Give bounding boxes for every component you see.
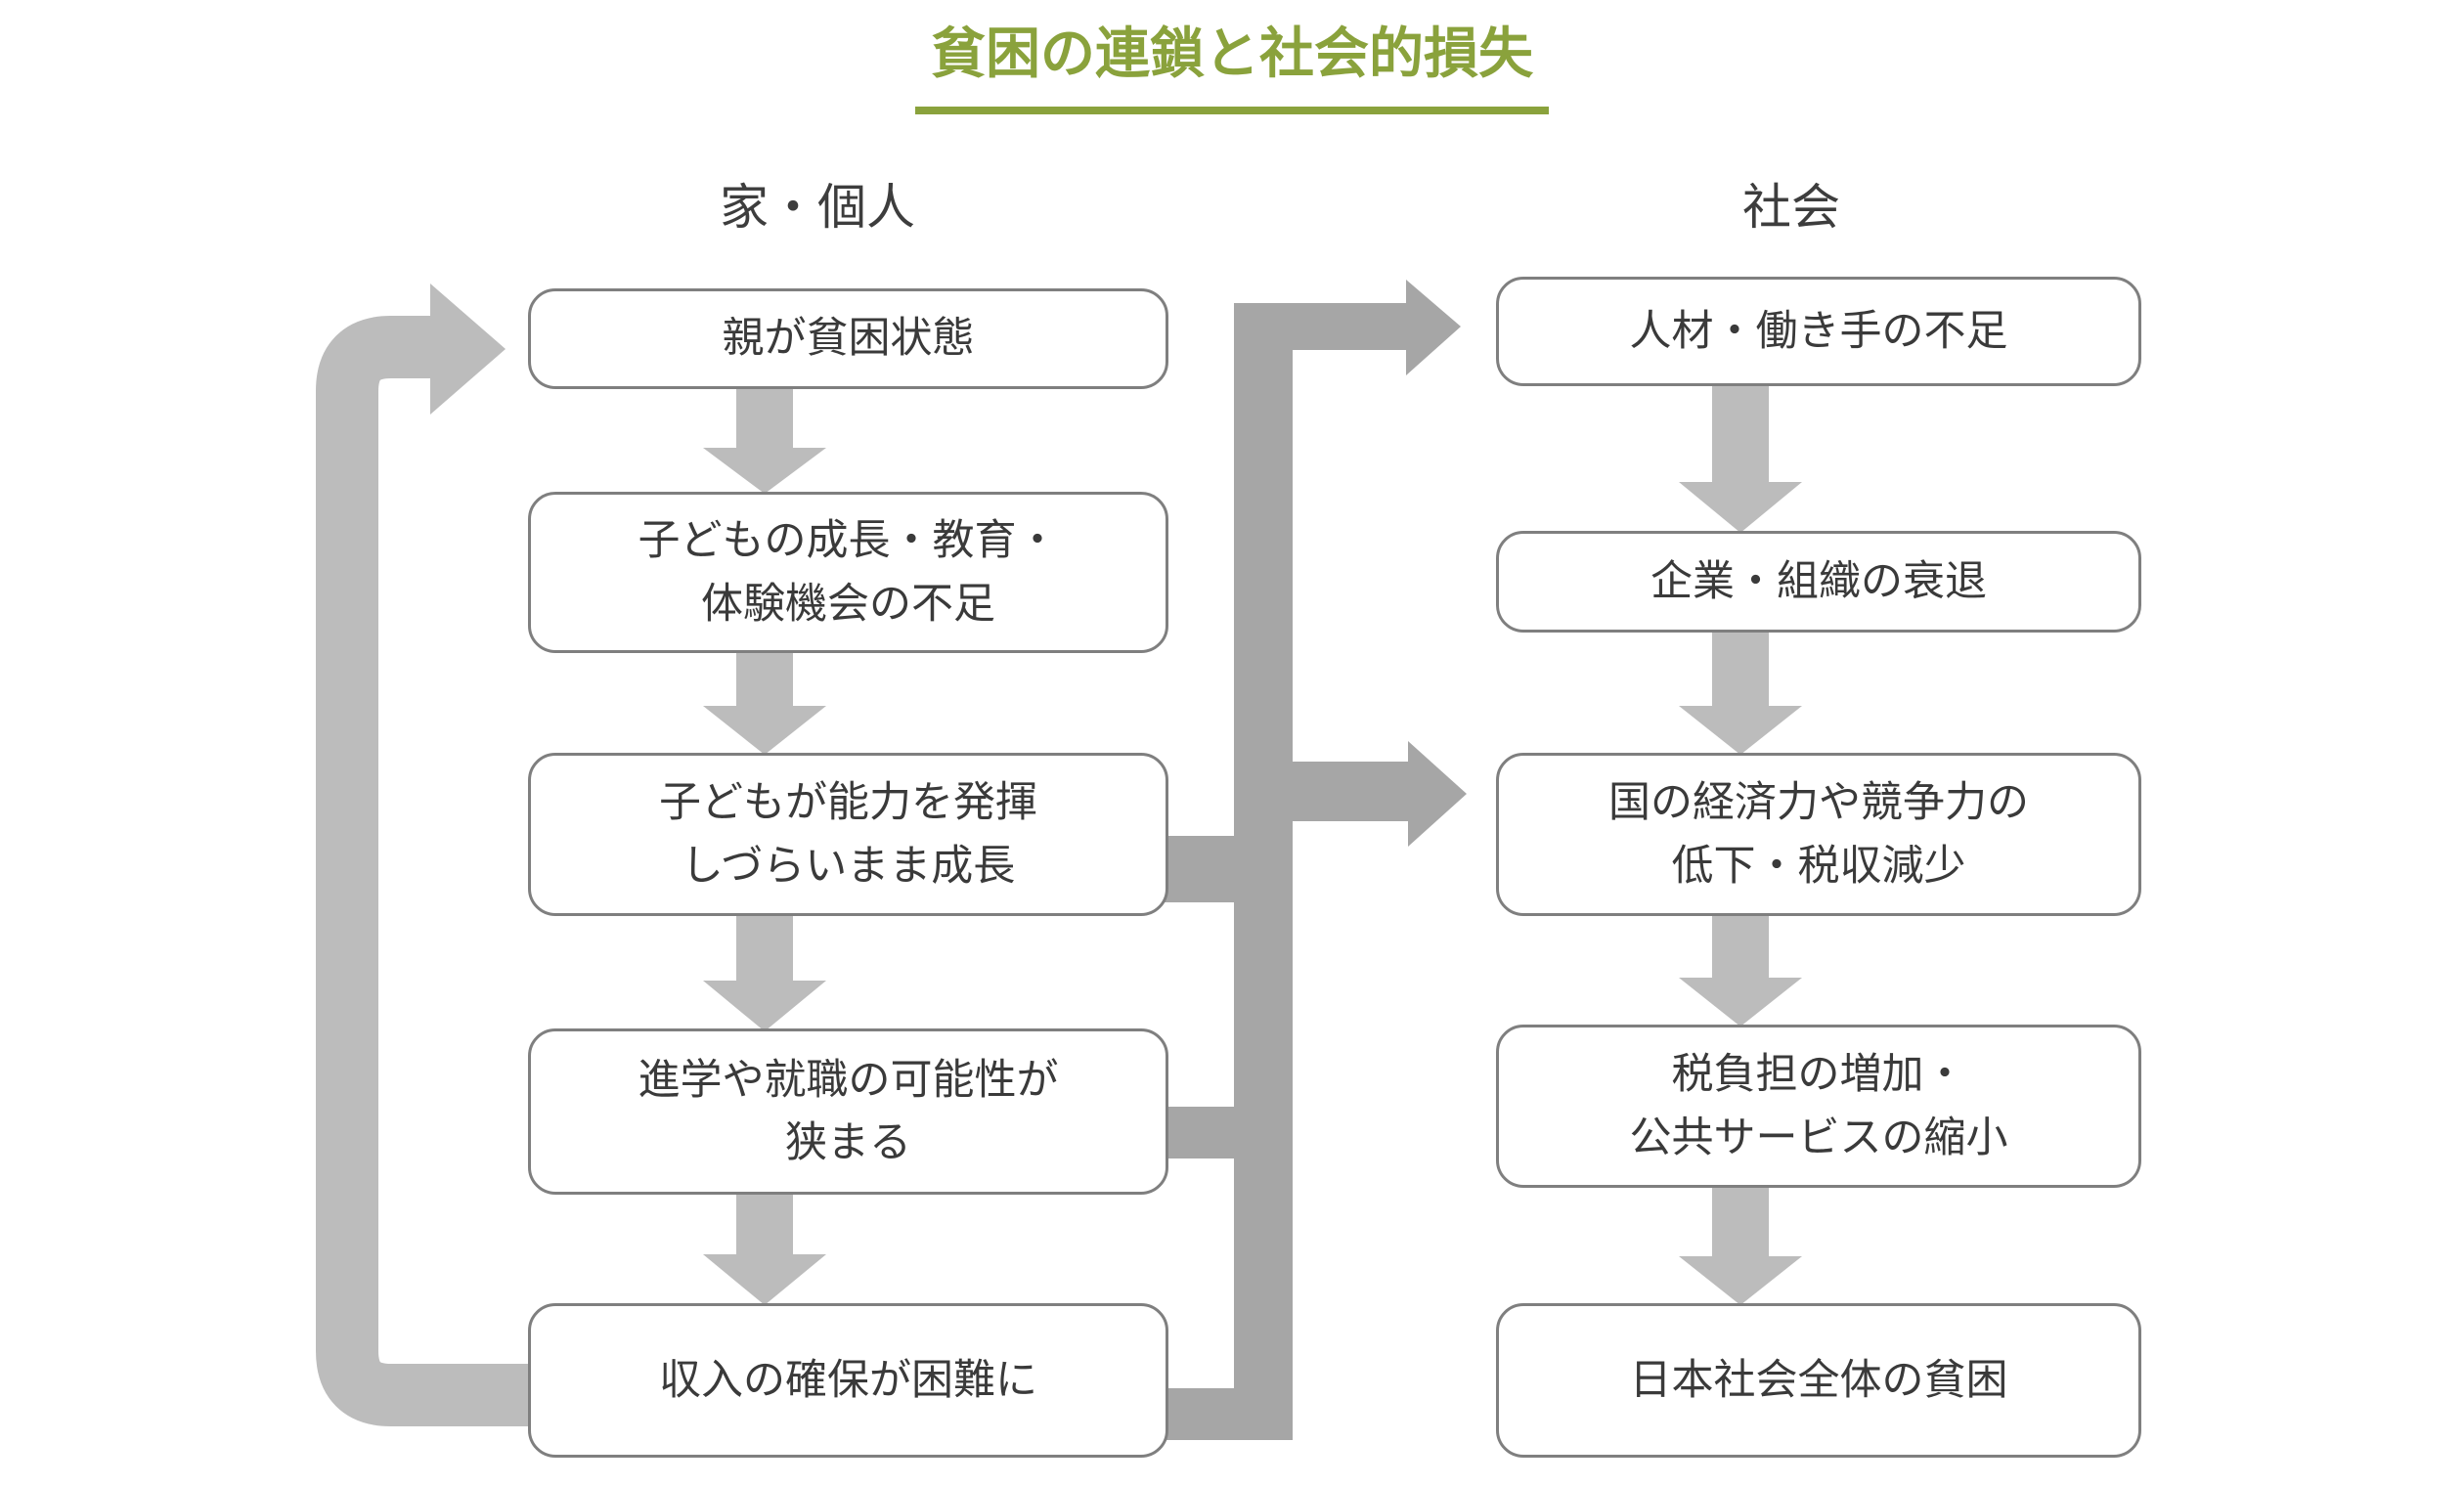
column-header-individual: 家・個人 xyxy=(720,180,915,235)
box-japan-society-poverty: 日本社会全体の貧困 xyxy=(1496,1303,2141,1458)
down-arrows-left xyxy=(703,387,826,1305)
box-economic-competitiveness-decline: 国の経済力や競争力の 低下・税収減少 xyxy=(1496,753,2141,916)
box-narrowed-education-employment: 進学や就職の可能性が 狭まる xyxy=(528,1028,1168,1195)
box-children-cannot-develop-abilities: 子どもが能力を発揮 しづらいまま成長 xyxy=(528,753,1168,916)
box-parents-in-poverty: 親が貧困状態 xyxy=(528,288,1168,389)
down-arrows-right xyxy=(1679,384,1802,1305)
box-corporate-organizational-decline: 企業・組織の衰退 xyxy=(1496,531,2141,633)
box-lack-of-growth-education-opportunity: 子どもの成長・教育・ 体験機会の不足 xyxy=(528,492,1168,653)
box-tax-burden-public-service-cuts: 税負担の増加・ 公共サービスの縮小 xyxy=(1496,1025,2141,1188)
box-labor-shortage: 人材・働き手の不足 xyxy=(1496,277,2141,386)
column-header-society: 社会 xyxy=(1742,180,1840,235)
box-difficult-to-secure-income: 収入の確保が困難に xyxy=(528,1303,1168,1458)
collector-arrow xyxy=(1154,280,1467,1440)
diagram-title: 貧困の連鎖と社会的損失 xyxy=(915,10,1549,114)
loop-arrow xyxy=(316,284,562,1426)
